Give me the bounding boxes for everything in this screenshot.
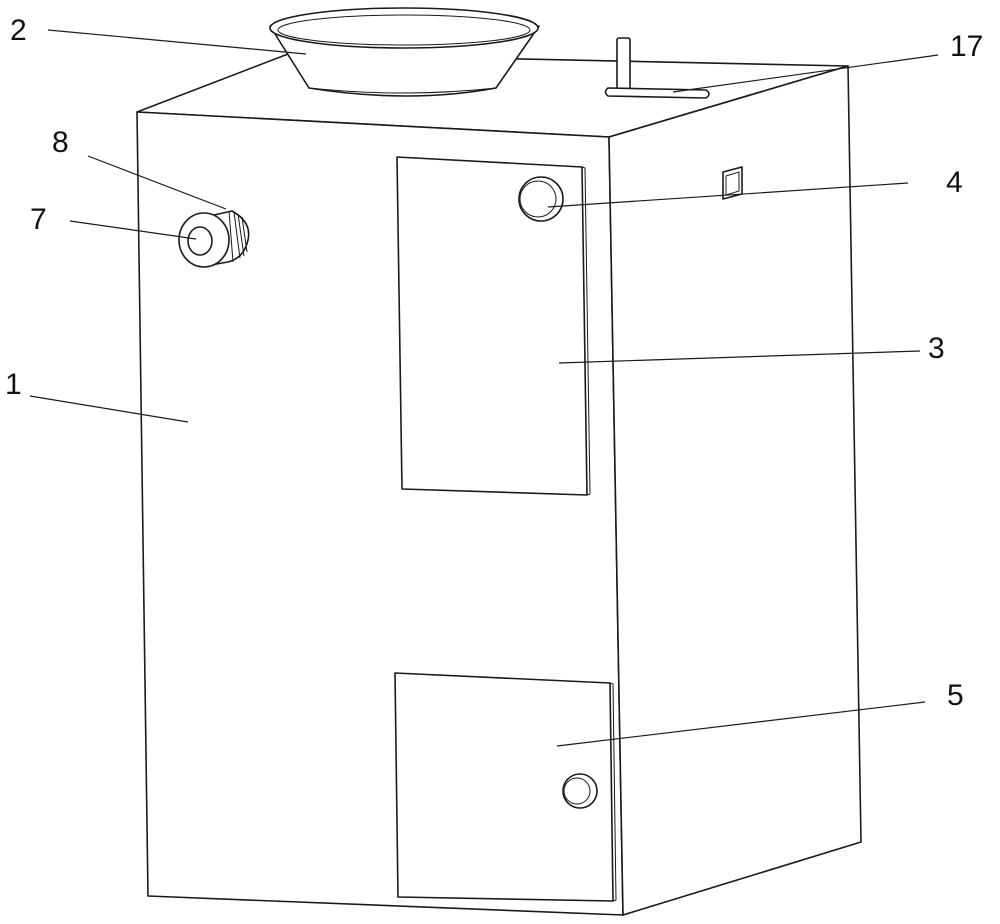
- upper-door-knob: [518, 176, 564, 222]
- upper-door: [396, 156, 591, 496]
- callout-1: 1: [5, 368, 22, 401]
- callout-17: 17: [950, 30, 983, 63]
- leader-8: [87, 155, 227, 210]
- callout-5: 5: [947, 679, 964, 712]
- side-panel-square: [722, 166, 743, 200]
- leader-7: [69, 220, 197, 240]
- lower-door: [394, 672, 617, 902]
- hopper: [269, 7, 540, 97]
- leader-1: [29, 395, 189, 423]
- callout-4: 4: [946, 166, 963, 199]
- callout-3: 3: [928, 332, 945, 365]
- leader-3: [558, 350, 921, 364]
- callout-2: 2: [10, 14, 27, 47]
- callout-7: 7: [30, 203, 47, 236]
- leader-5: [556, 701, 926, 747]
- cabinet-side-face: [608, 65, 862, 916]
- callout-8: 8: [52, 126, 69, 159]
- lower-door-knob: [562, 773, 598, 809]
- leader-17: [672, 54, 939, 93]
- leader-4: [547, 182, 909, 208]
- leader-lines: [29, 29, 939, 747]
- leader-2: [47, 29, 307, 55]
- side-button: [178, 212, 230, 268]
